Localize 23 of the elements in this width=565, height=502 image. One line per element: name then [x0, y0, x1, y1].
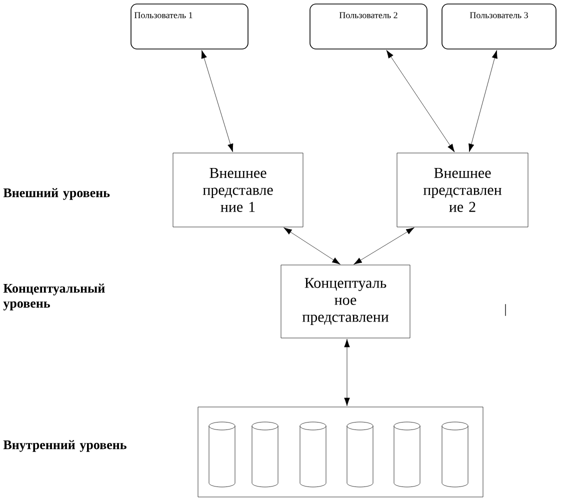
arrow [201, 50, 234, 152]
level-label: Внешний уровень [3, 188, 110, 200]
text-cursor: | [505, 304, 506, 316]
process-box: Концептуаль ное представлени [280, 264, 410, 338]
database-cylinder [208, 422, 236, 488]
arrow [468, 50, 498, 152]
database-cylinder [394, 422, 420, 488]
level-label: Концептуальный уровень [3, 284, 105, 310]
arrow [344, 338, 350, 406]
user-box: Пользователь 2 [310, 4, 428, 50]
arrow [354, 227, 414, 265]
level-label: Внутренний уровень [3, 440, 126, 452]
arrow [284, 228, 340, 264]
storage-box [198, 406, 484, 498]
database-cylinder [252, 422, 278, 488]
user-box: Пользователь 3 [442, 4, 556, 50]
database-cylinder [300, 422, 326, 488]
arrow [386, 50, 455, 152]
user-box: Пользователь 1 [130, 4, 248, 50]
process-box: Внешнее представлен ие 2 [396, 152, 528, 228]
database-cylinder [442, 422, 468, 488]
process-box: Внешнее представле ние 1 [172, 152, 304, 228]
database-cylinder [346, 422, 374, 488]
